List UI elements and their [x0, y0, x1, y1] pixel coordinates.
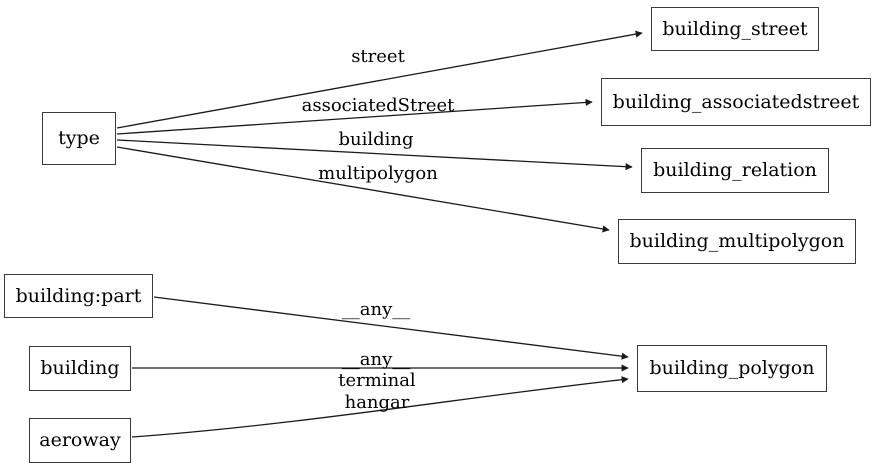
node-label: building_relation	[653, 159, 817, 181]
edge-label-aeroway-to-building_polygon: terminal	[338, 370, 416, 391]
node-building_relation[interactable]: building_relation	[641, 148, 829, 193]
node-label: building	[40, 357, 120, 379]
edge-label-building_part-to-building_polygon: __any__	[341, 299, 411, 320]
edge-type-to-building_relation	[116, 139, 633, 171]
node-building_polygon[interactable]: building_polygon	[637, 345, 827, 392]
node-building_multipolygon[interactable]: building_multipolygon	[618, 219, 856, 264]
node-label: type	[58, 127, 100, 149]
edge-type-to-building_street	[116, 30, 643, 129]
node-label: building:part	[15, 284, 142, 307]
node-building_street[interactable]: building_street	[651, 7, 819, 51]
edge-label-aeroway-to-building_polygon: hangar	[344, 392, 410, 413]
edge-label-type-to-building_relation: building	[338, 129, 414, 150]
edge-type-to-building_multipolygon	[116, 146, 610, 233]
node-building_part[interactable]: building:part	[4, 274, 153, 318]
edge-type-to-building_associatedstreet	[116, 98, 593, 135]
node-label: building_associatedstreet	[612, 90, 860, 113]
edge-aeroway-to-building_polygon	[131, 376, 629, 438]
edge-label-building-to-building_polygon: __any__	[341, 349, 411, 370]
node-building[interactable]: building	[29, 346, 131, 391]
edge-building_part-to-building_polygon	[153, 296, 629, 360]
edge-label-type-to-building_associatedstreet: associatedStreet	[301, 95, 455, 116]
node-type[interactable]: type	[42, 112, 116, 165]
node-aeroway[interactable]: aeroway	[29, 418, 131, 463]
edge-label-type-to-building_multipolygon: multipolygon	[318, 163, 438, 184]
node-label: building_polygon	[649, 357, 815, 379]
node-label: aeroway	[39, 429, 121, 451]
node-label: building_multipolygon	[629, 230, 845, 252]
edge-label-type-to-building_street: street	[351, 46, 405, 67]
node-label: building_street	[662, 17, 808, 40]
node-building_associatedstreet[interactable]: building_associatedstreet	[601, 78, 871, 126]
